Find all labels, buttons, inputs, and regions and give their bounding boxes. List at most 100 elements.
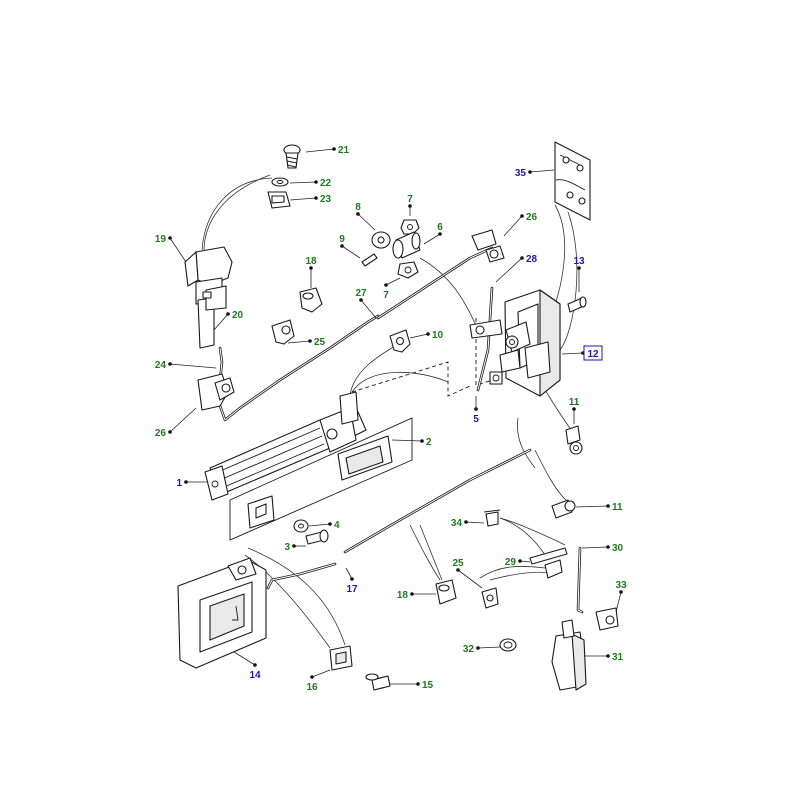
callout-dot-23 [314, 196, 318, 200]
screw-3 [305, 529, 329, 545]
callout-leader-26 [169, 407, 197, 433]
callout-label-19: 19 [155, 234, 167, 245]
outer-handle-1 [204, 391, 367, 501]
callout-leader-26 [503, 215, 523, 237]
callout-leader-8 [357, 213, 376, 231]
callout-dot-17 [350, 577, 354, 581]
callout-label-20: 20 [232, 310, 244, 321]
callout-dot-10 [426, 332, 430, 336]
callout-dot-25 [456, 568, 460, 572]
callout-leader-10 [409, 333, 429, 339]
clip-10 [389, 329, 411, 353]
nut-7-lower [397, 261, 419, 279]
callout-leader-12 [561, 352, 584, 355]
callout-label-25: 25 [452, 558, 464, 569]
callout-label-12: 12 [587, 349, 599, 360]
callout-label-1: 1 [176, 478, 182, 489]
callout-label-28: 28 [526, 254, 538, 265]
grommet-32 [499, 638, 517, 652]
callout-leader-24 [169, 363, 217, 369]
clip-11-upper [565, 425, 583, 455]
washer-22 [271, 177, 289, 187]
callout-dot-7 [408, 204, 412, 208]
nut-7-top [400, 219, 420, 235]
washer-4 [293, 519, 309, 533]
callout-dot-27 [359, 298, 363, 302]
callout-leader-6 [423, 233, 441, 245]
callout-dot-3 [292, 544, 296, 548]
callout-dot-21 [332, 147, 336, 151]
clip-18-lower [435, 579, 457, 605]
callout-dot-11 [606, 504, 610, 508]
callout-label-33: 33 [615, 580, 627, 591]
callout-leader-27 [360, 299, 377, 319]
callout-leader-11 [575, 505, 609, 508]
callout-leader-4 [308, 523, 331, 527]
callout-dot-15 [416, 682, 420, 686]
callout-leader-9 [341, 245, 361, 259]
callout-dot-19 [168, 236, 172, 240]
callout-label-18: 18 [305, 256, 317, 267]
callout-dot-9 [340, 244, 344, 248]
link-28 [469, 286, 503, 392]
callout-label-7: 7 [383, 290, 389, 301]
clip-33 [595, 607, 619, 631]
callout-label-5: 5 [473, 414, 479, 425]
callout-leader-7 [385, 277, 401, 286]
screw-34 [483, 509, 501, 527]
bracket-plate-3 [247, 495, 275, 529]
callout-leader-25 [287, 340, 311, 344]
callout-label-21: 21 [338, 145, 350, 156]
callout-label-29: 29 [505, 557, 517, 568]
clip-11-lower [551, 499, 576, 519]
rod-17 [266, 562, 337, 590]
bracket-26-upper [471, 229, 505, 263]
callout-dot-31 [606, 654, 610, 658]
callout-dot-11 [572, 407, 576, 411]
callouts: 2122231920242625188976727102628351312511… [155, 145, 627, 693]
callout-leader-2 [391, 439, 423, 442]
callout-leader-16 [311, 669, 331, 678]
callout-leader-14 [233, 651, 256, 666]
callout-label-7: 7 [407, 194, 413, 205]
callout-dot-7 [384, 283, 388, 287]
callout-dot-18 [410, 592, 414, 596]
pin-9 [361, 253, 378, 267]
callout-label-9: 9 [339, 234, 345, 245]
panel-2 [229, 417, 413, 541]
callout-label-2: 2 [426, 437, 432, 448]
callout-leader-21 [305, 148, 335, 153]
callout-label-32: 32 [463, 644, 475, 655]
callout-label-30: 30 [612, 543, 624, 554]
latch-bracket-assembly [184, 246, 380, 422]
callout-dot-35 [528, 170, 532, 174]
callout-label-35: 35 [515, 168, 527, 179]
rod-27 [376, 246, 494, 320]
callout-dot-2 [420, 439, 424, 443]
screw-21 [283, 144, 301, 169]
callout-leader-34 [465, 521, 485, 524]
callout-label-17: 17 [346, 584, 358, 595]
clip-16 [329, 645, 353, 671]
washer-8 [371, 231, 391, 249]
escutcheon [337, 435, 393, 481]
callout-label-8: 8 [355, 202, 361, 213]
clip-25-lower [481, 587, 499, 609]
callout-dot-26 [168, 430, 172, 434]
callout-label-18: 18 [397, 590, 409, 601]
callout-leader-19 [169, 237, 187, 263]
callout-label-11: 11 [569, 397, 580, 408]
dashed-reference-lines [351, 318, 501, 397]
callout-dot-5 [474, 407, 478, 411]
callout-label-11: 11 [612, 502, 623, 513]
clip-25-upper [271, 319, 295, 345]
rod-30 [576, 546, 584, 614]
callout-label-14: 14 [249, 670, 261, 681]
callout-dot-29 [518, 559, 522, 563]
callout-leader-33 [615, 591, 622, 613]
barrel-6 [392, 231, 421, 259]
callout-leader-23 [289, 197, 317, 201]
callout-dot-1 [184, 480, 188, 484]
screw-15 [365, 673, 391, 691]
